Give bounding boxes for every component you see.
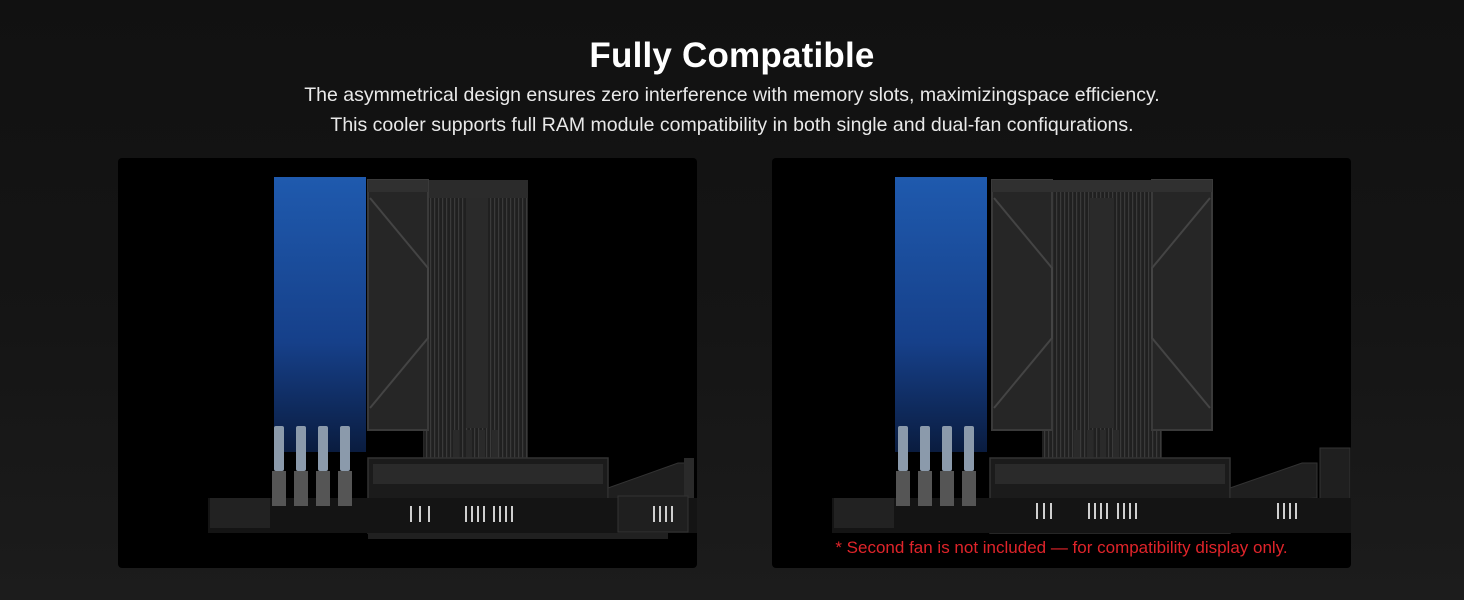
fan [367,179,429,431]
description-line-2: This cooler supports full RAM module com… [330,114,1134,136]
ram-sticks [898,426,974,471]
single-fan-illustration-panel [118,158,697,568]
description-line-1: The asymmetrical design ensures zero int… [304,84,1160,106]
ram-clearance-zone [895,177,987,452]
single-fan-cooler-image [208,177,697,539]
dual-fan-illustration-panel: * Second fan is not included — for compa… [772,158,1351,568]
page-title: Fully Compatible [589,36,875,75]
second-fan-disclaimer: * Second fan is not included — for compa… [835,538,1288,557]
ram-clearance-zone [274,177,366,452]
motherboard [208,498,697,533]
ram-sticks [274,426,350,471]
fan-front [991,179,1053,431]
fan-rear [1151,179,1213,431]
dual-fan-cooler-image [832,177,1351,534]
